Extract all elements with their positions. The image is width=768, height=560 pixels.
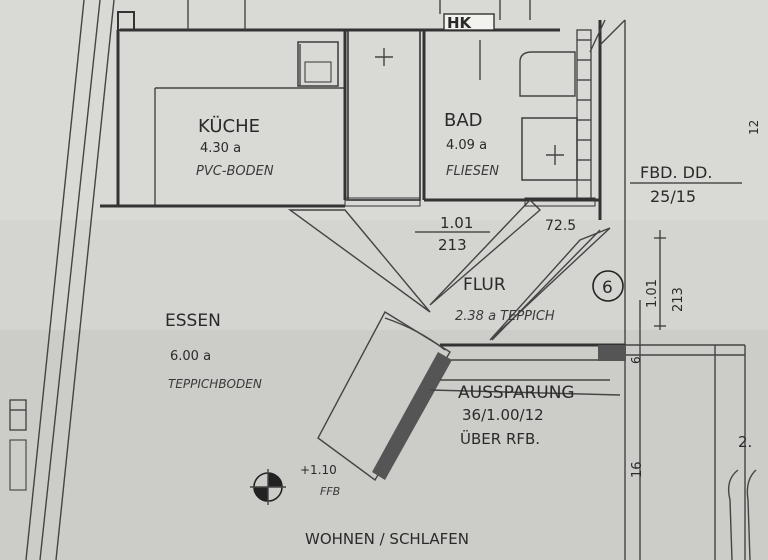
level-marker-icon [250,469,286,505]
door-width-label: 1.01 [440,214,473,232]
living-sleeping-name: WOHNEN / SCHLAFEN [305,530,469,548]
bath-floor: FLIESEN [446,164,499,179]
right-walls [624,230,757,560]
bathroom-room [422,19,626,235]
bath-area: 4.09 a [446,138,487,153]
dining-name: ESSEN [165,311,221,331]
dim-6-label: 6 [629,356,643,364]
recess-note: ÜBER RFB. [460,429,540,448]
hallway-area-floor: 2.38 a TEPPICH [455,309,555,324]
left-window-marks [9,399,27,491]
room-number-circle [592,270,624,302]
recess-label: AUSSPARUNG [458,383,575,403]
dining-floor: TEPPICHBODEN [168,377,262,391]
kitchen-area: 4.30 a [200,141,241,156]
room-number: 6 [602,278,613,298]
fbd-label: FBD. DD. [640,163,712,182]
door2-width-label: 1.01 [645,279,660,308]
dim-72-5-label: 72.5 [545,218,576,234]
recess-wall [317,311,626,482]
door-height-label: 213 [438,236,467,254]
hallway-name: FLUR [463,275,506,295]
recess-dimensions: 36/1.00/12 [462,406,544,424]
bath-name: BAD [444,110,483,131]
left-exterior-wall [25,0,115,560]
level-reference: FFB [320,485,340,498]
kitchen-floor: PVC-BODEN [196,164,274,179]
hk-label: HK [447,14,473,32]
fbd-dimensions: 25/15 [650,187,696,206]
kitchen-room [100,30,347,208]
dim-16-label: 16 [630,461,645,478]
dim-12-label: 12 [747,120,761,135]
dim-2-label: 2. [738,433,752,451]
door-swings [287,197,611,341]
door2-height-label: 213 [671,287,686,312]
top-wall-segments [117,0,560,32]
kitchen-name: KÜCHE [198,115,260,137]
level-value: +1.10 [300,463,337,477]
dining-area: 6.00 a [170,349,211,364]
